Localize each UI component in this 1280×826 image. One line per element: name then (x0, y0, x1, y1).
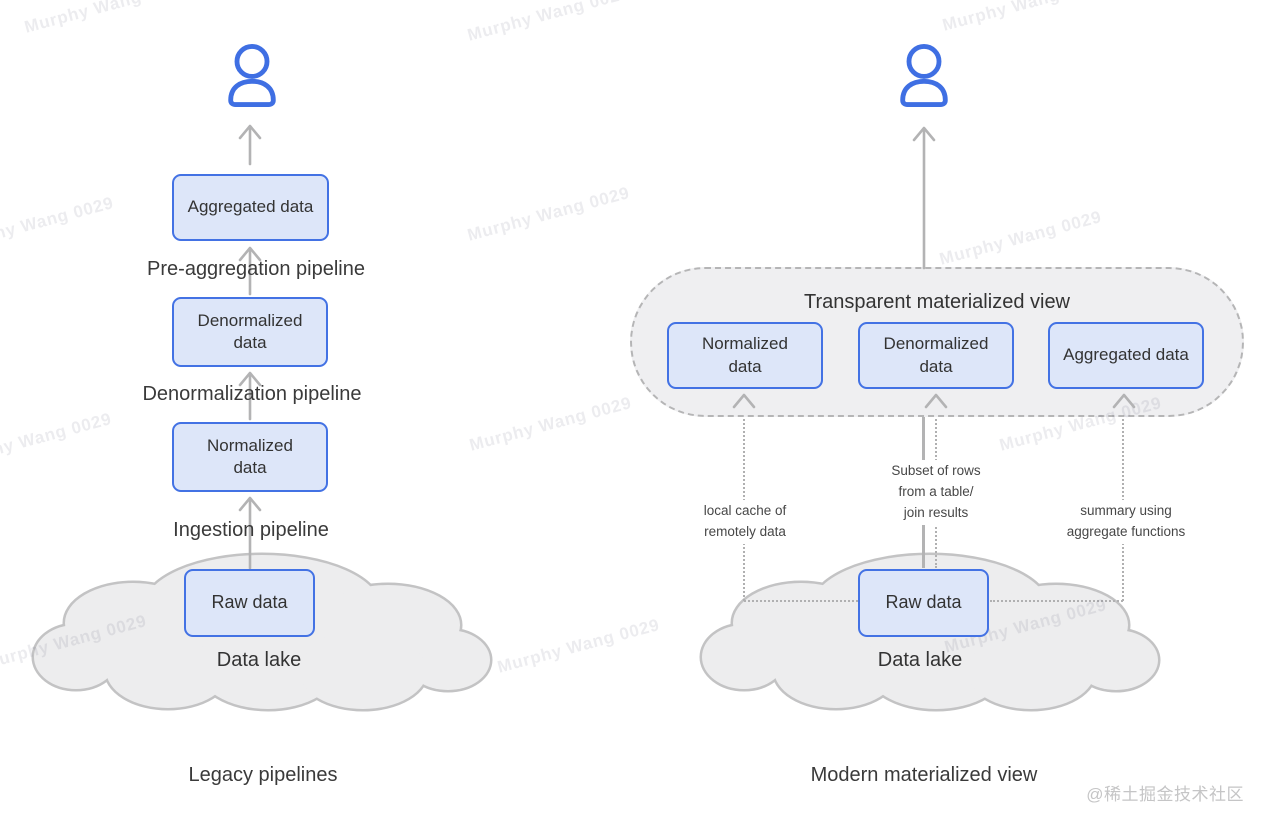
arrow-up-icon (238, 371, 262, 421)
data-lake-cloud (31, 552, 493, 712)
watermark-text: Murphy Wang 0029 (0, 193, 116, 255)
caption-legacy-pipelines: Legacy pipelines (188, 764, 338, 786)
materialized-view-title: Transparent materialized view (803, 291, 1071, 313)
watermark-text: Murphy Wang 0029 (940, 0, 1107, 35)
watermark-text: Murphy Wang 0029 (22, 0, 189, 37)
watermark-text: Murphy Wang 0029 (465, 0, 632, 45)
watermark-text: Murphy Wang 0029 (465, 183, 632, 245)
data-lake-label: Data lake (877, 649, 963, 671)
dotted-arrow-head-icon (732, 393, 756, 409)
box-aggregated-data: Aggregated data (172, 174, 329, 241)
caption-modern-materialized-view: Modern materialized view (810, 764, 1038, 786)
arrow-up-icon (238, 496, 262, 570)
annotation-summary-aggregate: summary using aggregate functions (1044, 500, 1208, 544)
watermark-text: Murphy Wang 0029 (937, 207, 1104, 269)
box-normalized-data: Normalized data (667, 322, 823, 389)
arrow-up-icon (238, 124, 262, 166)
dotted-arrow-head-icon (1112, 393, 1136, 409)
user-icon (228, 44, 276, 107)
box-normalized-data: Normalized data (172, 422, 328, 492)
box-aggregated-data: Aggregated data (1048, 322, 1204, 389)
annotation-local-cache: local cache of remotely data (675, 500, 815, 544)
arrow-up-icon (238, 246, 262, 296)
watermark-text: Murphy Wang 0029 (0, 409, 114, 471)
attribution-watermark: @稀土掘金技术社区 (1086, 785, 1244, 804)
box-raw-data: Raw data (184, 569, 315, 637)
label-pre-aggregation-pipeline: Pre-aggregation pipeline (147, 258, 365, 280)
data-lake-label: Data lake (216, 649, 302, 671)
watermark-text: Murphy Wang 0029 (467, 393, 634, 455)
dotted-line (744, 600, 858, 602)
user-icon (900, 44, 948, 107)
box-raw-data: Raw data (858, 569, 989, 637)
box-denormalized-data: Denormalized data (172, 297, 328, 367)
dotted-line (990, 600, 1123, 602)
arrow-up-icon (912, 126, 936, 270)
box-denormalized-data: Denormalized data (858, 322, 1014, 389)
watermark-text: Murphy Wang 0029 (495, 615, 662, 677)
dotted-arrow-head-icon (924, 393, 948, 409)
label-denormalization-pipeline: Denormalization pipeline (142, 383, 362, 405)
label-ingestion-pipeline: Ingestion pipeline (173, 519, 329, 541)
annotation-subset-of-rows: Subset of rows from a table/ join result… (866, 460, 1006, 525)
